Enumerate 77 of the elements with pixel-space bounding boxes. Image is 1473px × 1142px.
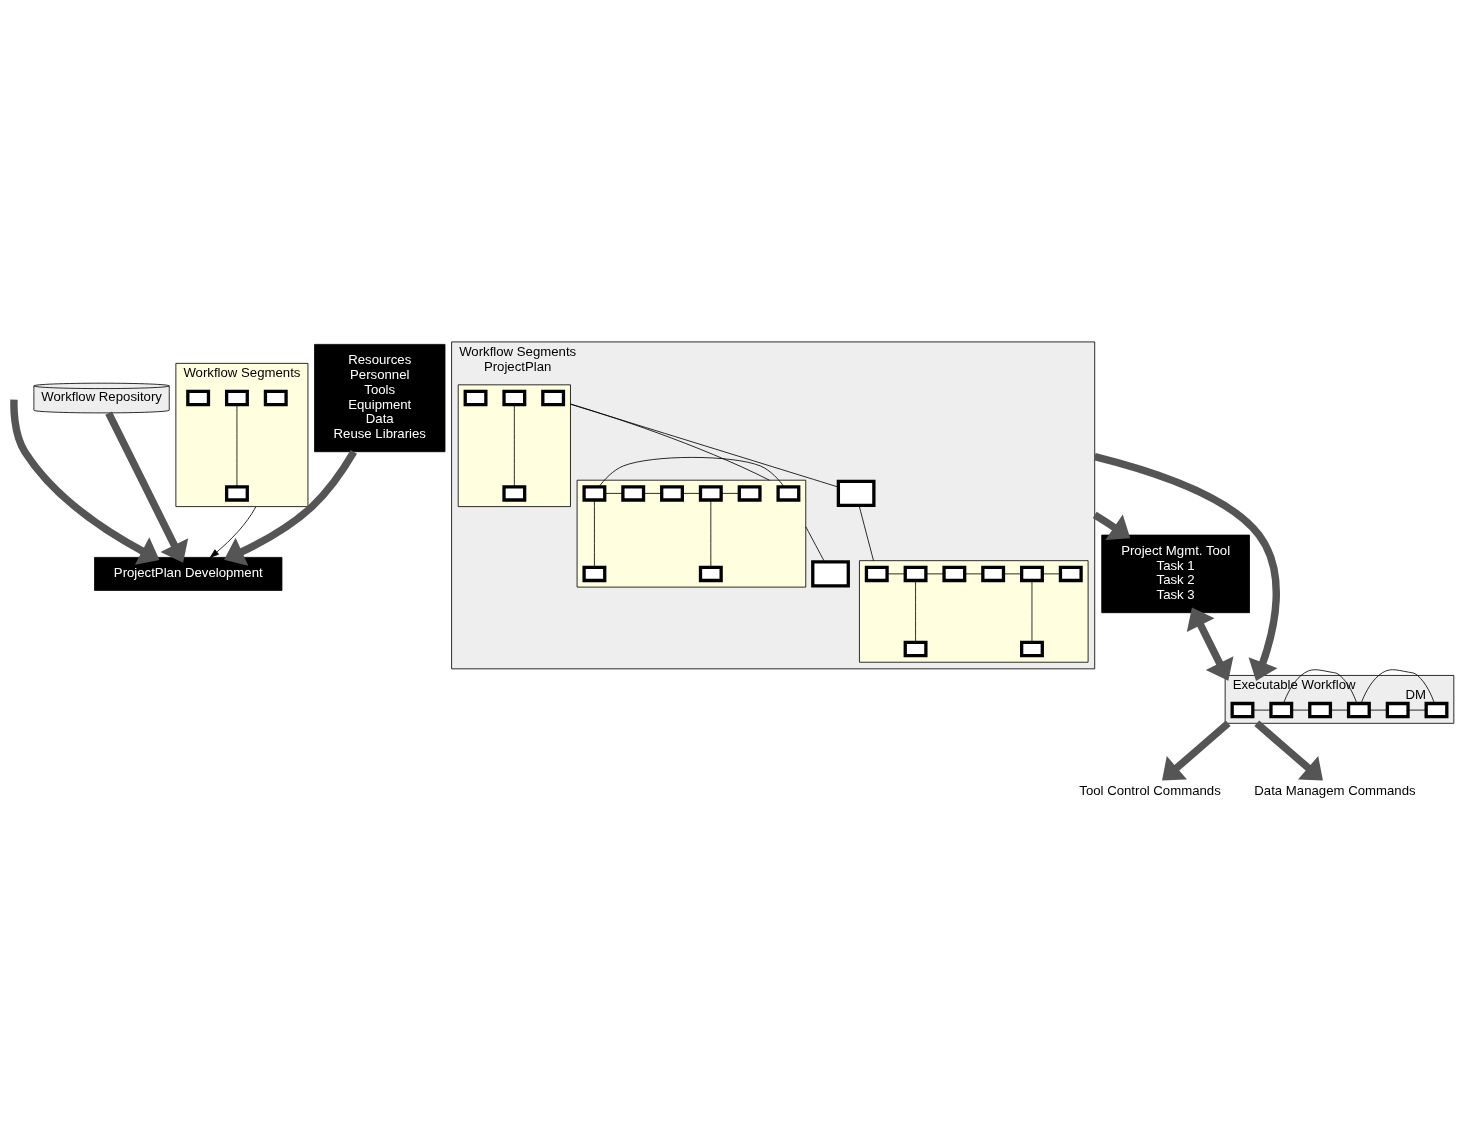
connector <box>1283 669 1358 704</box>
connector <box>1291 709 1311 711</box>
connector <box>513 404 515 488</box>
node-box <box>1269 701 1294 719</box>
arrow <box>1186 607 1234 681</box>
node-box <box>660 485 684 502</box>
connector <box>1369 709 1388 711</box>
connector <box>1252 709 1272 711</box>
arrow <box>1254 720 1323 781</box>
node-box <box>263 389 288 407</box>
node-box <box>502 389 527 407</box>
arrow <box>209 506 257 558</box>
node-box <box>541 389 566 407</box>
cluster <box>576 479 807 588</box>
cluster <box>457 384 571 508</box>
node-box <box>864 565 889 583</box>
connector <box>1407 709 1427 711</box>
connector <box>721 493 740 494</box>
node-box <box>463 389 488 407</box>
node-box <box>186 389 211 407</box>
connector <box>805 526 825 563</box>
node-box: Project Mgmt. Tool Task 1 Task 2 Task 3 <box>1101 534 1250 614</box>
node-text: Data Managem Commands <box>1254 782 1416 798</box>
arrow <box>105 411 189 563</box>
node-box <box>942 565 967 583</box>
node-box <box>1020 640 1044 658</box>
node-box <box>225 389 249 407</box>
node-box: ProjectPlan Development <box>94 556 283 591</box>
node-box <box>1020 565 1044 583</box>
node-box <box>698 565 723 583</box>
node-box <box>903 640 928 658</box>
node-box <box>225 485 249 502</box>
connector <box>925 573 945 575</box>
node-box <box>1230 701 1255 719</box>
connector <box>886 573 906 575</box>
node-box <box>1385 701 1410 719</box>
connector <box>710 499 712 568</box>
cluster <box>859 560 1089 663</box>
node-box <box>811 560 850 588</box>
node-text: Tool Control Commands <box>1079 782 1221 798</box>
node-box <box>903 565 928 583</box>
node-box <box>737 485 762 502</box>
node-box <box>981 565 1006 583</box>
node-box: Resources Personnel Tools Equipment Data Reuse Libraries <box>314 343 446 453</box>
node-box <box>836 479 876 507</box>
arrow <box>1162 720 1231 781</box>
node-box <box>1058 565 1083 583</box>
node-box <box>582 485 607 502</box>
connector <box>1330 709 1349 711</box>
node-box <box>621 485 646 502</box>
connector <box>915 580 916 643</box>
node-box <box>502 485 527 502</box>
node-box <box>1308 701 1333 719</box>
connector <box>858 505 874 562</box>
connector <box>604 493 624 494</box>
connector <box>643 493 663 494</box>
arrow <box>1092 511 1131 541</box>
connector <box>1042 573 1061 575</box>
connector <box>682 493 701 494</box>
connector <box>236 404 238 488</box>
connector <box>1003 573 1023 575</box>
connector <box>1031 580 1033 643</box>
connector <box>1360 669 1435 704</box>
node-box <box>1424 701 1449 719</box>
connector <box>598 457 785 488</box>
connector <box>570 403 839 488</box>
cluster: Workflow Segments ProjectPlan <box>451 341 1096 670</box>
connector <box>964 573 984 575</box>
connector <box>594 499 595 568</box>
node-box <box>698 485 723 502</box>
node-box <box>776 485 801 502</box>
node-label: DM <box>1405 687 1427 703</box>
node-box <box>1346 701 1371 719</box>
arrow <box>224 450 357 566</box>
node-box <box>582 565 607 583</box>
arrow <box>1093 453 1280 682</box>
cluster: Workflow Segments <box>175 362 309 508</box>
